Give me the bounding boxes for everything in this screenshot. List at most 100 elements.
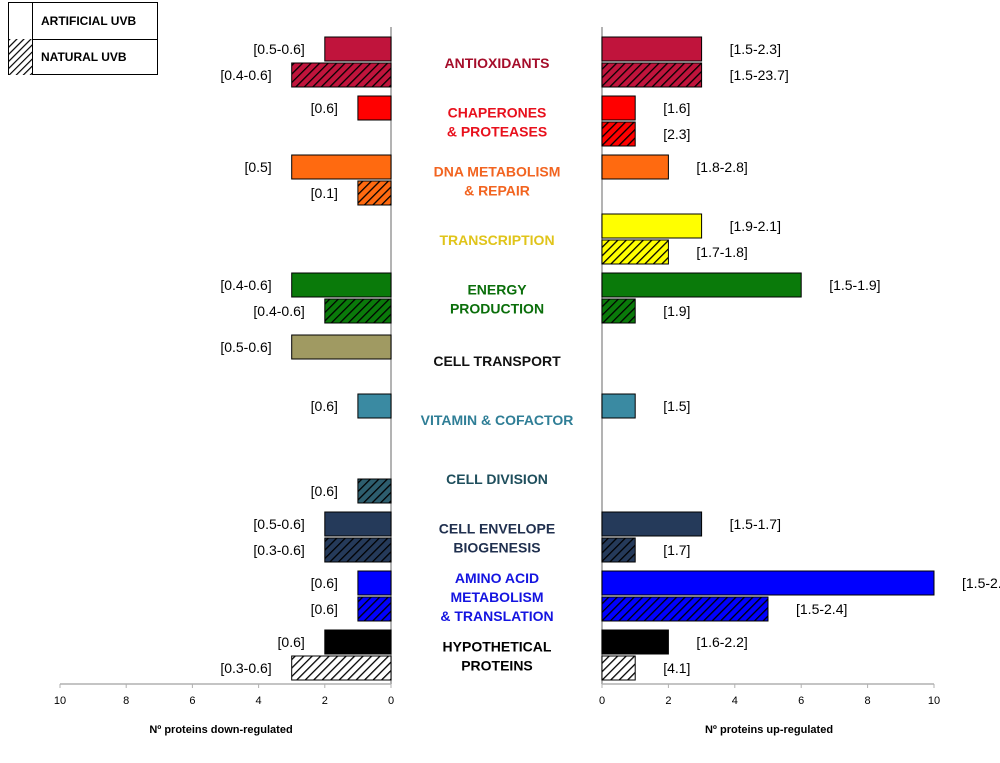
down-value-label-artificial: [0.6]: [311, 100, 338, 116]
right-tick-label: 2: [665, 695, 671, 707]
down-value-label-artificial: [0.6]: [278, 634, 305, 650]
left-tick-label: 4: [256, 695, 262, 707]
down-bar-natural: [291, 62, 392, 88]
up-bar-artificial: [601, 570, 935, 596]
up-value-label-natural: [2.3]: [663, 126, 690, 142]
down-bar-artificial: [291, 154, 392, 180]
up-bar-natural: [601, 298, 636, 324]
up-value-label-artificial: [1.5-2.1]: [962, 575, 1000, 591]
category-label: BIOGENESIS: [453, 540, 540, 556]
up-value-label-artificial: [1.5-1.9]: [829, 277, 880, 293]
category-label: HYPOTHETICAL: [443, 639, 552, 655]
category-label: PRODUCTION: [450, 301, 544, 317]
down-value-label-artificial: [0.5-0.6]: [220, 339, 271, 355]
down-bar-artificial: [324, 511, 392, 537]
legend-item-natural: NATURAL UVB: [9, 39, 157, 75]
up-value-label-artificial: [1.9-2.1]: [730, 218, 781, 234]
down-value-label-artificial: [0.5-0.6]: [253, 516, 304, 532]
left-tick-label: 2: [322, 695, 328, 707]
down-value-label-natural: [0.1]: [311, 185, 338, 201]
up-bar-artificial: [601, 272, 802, 298]
right-tick-label: 10: [928, 695, 940, 707]
up-bar-artificial: [601, 95, 636, 121]
up-bar-artificial: [601, 511, 703, 537]
legend-item-artificial: ARTIFICIAL UVB: [9, 3, 157, 40]
up-value-label-artificial: [1.6]: [663, 100, 690, 116]
hatch-pattern-swatch: [9, 39, 32, 75]
right-tick-label: 8: [865, 695, 871, 707]
up-bar-artificial: [601, 393, 636, 419]
down-value-label-natural: [0.4-0.6]: [220, 67, 271, 83]
down-bar-artificial: [357, 570, 392, 596]
down-bar-artificial: [324, 629, 392, 655]
right-axis-label: Nº proteins up-regulated: [705, 724, 833, 736]
down-bar-natural: [291, 655, 392, 681]
legend-swatch-solid: [9, 3, 33, 39]
left-tick-label: 6: [189, 695, 195, 707]
up-bar-natural: [601, 596, 769, 622]
down-bar-natural: [324, 537, 392, 563]
up-value-label-natural: [1.7-1.8]: [696, 244, 747, 260]
left-tick-label: 8: [123, 695, 129, 707]
right-tick-label: 6: [798, 695, 804, 707]
right-tick-label: 4: [732, 695, 738, 707]
down-bar-artificial: [357, 393, 392, 419]
category-label: ENERGY: [467, 282, 527, 298]
up-bar-natural: [601, 62, 703, 88]
category-label: AMINO ACID: [455, 570, 539, 586]
up-value-label-natural: [4.1]: [663, 660, 690, 676]
down-bar-natural: [357, 596, 392, 622]
up-bar-artificial: [601, 213, 703, 239]
up-bar-artificial: [601, 629, 669, 655]
down-bar-artificial: [324, 36, 392, 62]
down-value-label-natural: [0.3-0.6]: [253, 542, 304, 558]
down-value-label-artificial: [0.5-0.6]: [253, 41, 304, 57]
down-bar-natural: [357, 478, 392, 504]
down-value-label-natural: [0.6]: [311, 601, 338, 617]
category-label: ANTIOXIDANTS: [445, 55, 550, 71]
down-bar-artificial: [357, 95, 392, 121]
legend-label-artificial: ARTIFICIAL UVB: [41, 14, 137, 28]
category-label: & PROTEASES: [447, 124, 547, 140]
legend-swatch-hatched: [9, 39, 33, 75]
down-value-label-artificial: [0.6]: [311, 398, 338, 414]
up-bar-natural: [601, 655, 636, 681]
down-value-label-artificial: [0.4-0.6]: [220, 277, 271, 293]
up-value-label-artificial: [1.6-2.2]: [696, 634, 747, 650]
category-label: & REPAIR: [464, 183, 530, 199]
down-value-label-natural: [0.3-0.6]: [220, 660, 271, 676]
up-value-label-artificial: [1.5]: [663, 398, 690, 414]
down-bar-artificial: [291, 272, 392, 298]
up-value-label-natural: [1.5-23.7]: [730, 67, 789, 83]
legend-label-natural: NATURAL UVB: [41, 50, 127, 64]
up-bar-artificial: [601, 36, 703, 62]
category-label: & TRANSLATION: [440, 608, 553, 624]
up-value-label-natural: [1.9]: [663, 303, 690, 319]
category-label: VITAMIN & COFACTOR: [421, 412, 574, 428]
down-value-label-natural: [0.6]: [311, 483, 338, 499]
category-label: PROTEINS: [461, 658, 533, 674]
category-label: TRANSCRIPTION: [439, 232, 554, 248]
down-value-label-artificial: [0.5]: [244, 159, 271, 175]
up-value-label-artificial: [1.5-1.7]: [730, 516, 781, 532]
up-bar-natural: [601, 537, 636, 563]
category-label: METABOLISM: [450, 589, 543, 605]
up-bar-natural: [601, 239, 669, 265]
right-tick-label: 0: [599, 695, 605, 707]
left-tick-label: 10: [54, 695, 66, 707]
up-value-label-natural: [1.7]: [663, 542, 690, 558]
down-value-label-artificial: [0.6]: [311, 575, 338, 591]
down-value-label-natural: [0.4-0.6]: [253, 303, 304, 319]
category-label: CHAPERONES: [448, 105, 547, 121]
up-bar-natural: [601, 121, 636, 147]
category-label: CELL TRANSPORT: [433, 353, 561, 369]
left-tick-label: 0: [388, 695, 394, 707]
left-axis-label: Nº proteins down-regulated: [149, 724, 292, 736]
up-bar-artificial: [601, 154, 669, 180]
chart-legend: ARTIFICIAL UVB NATURAL UVB: [8, 2, 158, 75]
down-bar-natural: [324, 298, 392, 324]
up-value-label-artificial: [1.5-2.3]: [730, 41, 781, 57]
category-label: CELL DIVISION: [446, 471, 548, 487]
down-bar-natural: [357, 180, 392, 206]
down-bar-artificial: [291, 334, 392, 360]
